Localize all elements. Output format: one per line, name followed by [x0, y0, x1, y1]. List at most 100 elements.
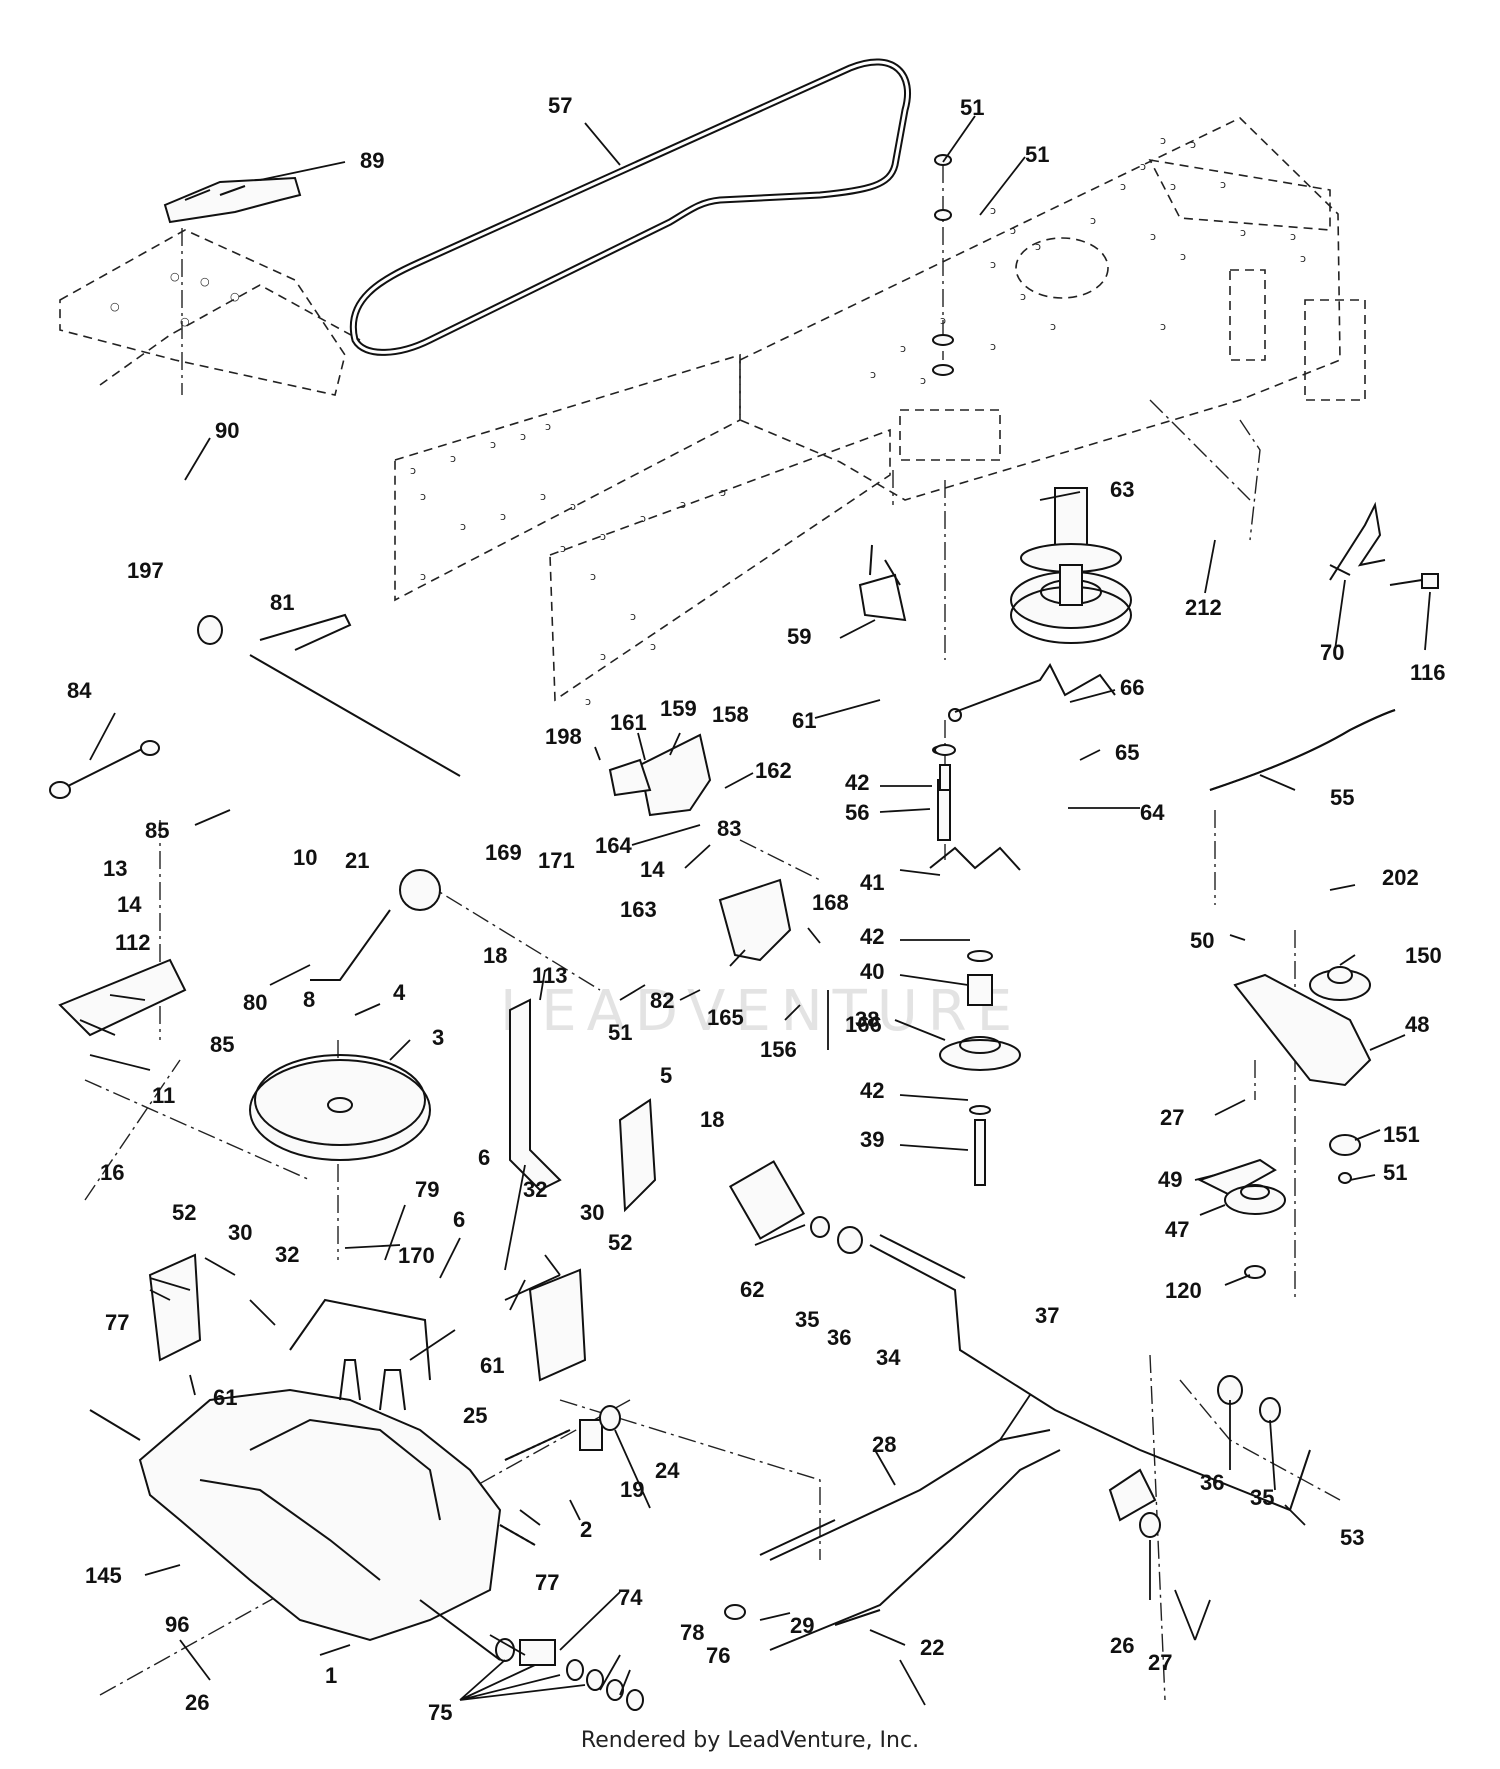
- svg-text:ↄ: ↄ: [650, 640, 656, 653]
- callout-151: 151: [1383, 1122, 1420, 1147]
- watermark-text: LEADVENTURE: [500, 979, 1022, 1044]
- callout-66: 66: [1120, 675, 1144, 700]
- callout-1: 1: [325, 1663, 337, 1688]
- svg-text:ↄ: ↄ: [920, 374, 926, 387]
- callout-78: 78: [680, 1620, 704, 1645]
- callout-24: 24: [655, 1458, 680, 1483]
- idler-pulley-assembly-63: [1010, 487, 1132, 644]
- callout-42-b: 42: [860, 924, 884, 949]
- svg-text:ↄ: ↄ: [1090, 214, 1096, 227]
- bracket-165: [718, 878, 792, 962]
- callout-77-a: 77: [105, 1310, 129, 1335]
- svg-text:ↄ: ↄ: [1290, 230, 1296, 243]
- bracket-26-lower-right: [1108, 1468, 1161, 1538]
- callout-164: 164: [595, 833, 632, 858]
- callout-35-b: 35: [1250, 1485, 1274, 1510]
- callout-212: 212: [1185, 595, 1222, 620]
- callout-48: 48: [1405, 1012, 1429, 1037]
- svg-text:ↄ: ↄ: [420, 570, 426, 583]
- callout-42-c: 42: [860, 1078, 884, 1103]
- callout-202: 202: [1382, 865, 1419, 890]
- svg-text:ↄ: ↄ: [900, 342, 906, 355]
- svg-text:ↄ: ↄ: [490, 438, 496, 451]
- svg-text:ↄ: ↄ: [450, 452, 456, 465]
- callout-90: 90: [215, 418, 239, 443]
- svg-text:ↄ: ↄ: [990, 204, 996, 217]
- svg-text:ↄ: ↄ: [600, 650, 606, 663]
- svg-text:ↄ: ↄ: [1220, 178, 1226, 191]
- callout-2: 2: [580, 1517, 592, 1542]
- bracket-49-pulley-47: [1197, 1158, 1286, 1279]
- callout-51-d: 51: [1383, 1160, 1407, 1185]
- callout-18-b: 18: [700, 1107, 724, 1132]
- svg-text:ↄ: ↄ: [870, 368, 876, 381]
- callout-51-c: 51: [608, 1020, 632, 1045]
- callout-52-a: 52: [172, 1200, 196, 1225]
- callout-34: 34: [876, 1345, 901, 1370]
- callout-159: 159: [660, 696, 697, 721]
- callout-14-b: 14: [117, 892, 142, 917]
- callout-150: 150: [1405, 943, 1442, 968]
- callout-51-a: 51: [960, 95, 984, 120]
- callout-27-a: 27: [1160, 1105, 1184, 1130]
- callout-74: 74: [618, 1585, 643, 1610]
- svg-text:ↄ: ↄ: [500, 510, 506, 523]
- svg-text:ↄ: ↄ: [990, 340, 996, 353]
- svg-text:ↄ: ↄ: [570, 500, 576, 513]
- callout-51-b: 51: [1025, 142, 1049, 167]
- bracket-158: [608, 733, 712, 817]
- callout-28: 28: [872, 1432, 896, 1457]
- callout-84: 84: [67, 678, 92, 703]
- svg-text:○: ○: [110, 300, 120, 313]
- svg-text:ↄ: ↄ: [590, 570, 596, 583]
- callout-83: 83: [717, 816, 741, 841]
- callout-61-b: 61: [480, 1353, 504, 1378]
- svg-text:ↄ: ↄ: [545, 420, 551, 433]
- callout-6-b: 6: [453, 1207, 465, 1232]
- callout-198: 198: [545, 724, 582, 749]
- callout-161: 161: [610, 710, 647, 735]
- callout-85-a: 85: [145, 818, 169, 843]
- footrest-bracket: [163, 176, 302, 224]
- callout-61-upper: 61: [792, 708, 816, 733]
- callout-85-b: 85: [210, 1032, 234, 1057]
- callout-38: 38: [855, 1007, 879, 1032]
- callout-156: 156: [760, 1037, 797, 1062]
- callout-26-b: 26: [1110, 1633, 1134, 1658]
- chassis-frame-phantom: [59, 117, 1366, 702]
- callout-32-b: 32: [523, 1177, 547, 1202]
- callout-4: 4: [393, 980, 406, 1005]
- rod-28: [769, 1429, 1051, 1561]
- callout-62: 62: [740, 1277, 764, 1302]
- bolt-116: [1389, 573, 1439, 589]
- svg-text:ↄ: ↄ: [560, 542, 566, 555]
- callout-197: 197: [127, 558, 164, 583]
- shift-rod-81: [197, 613, 461, 777]
- callout-22: 22: [920, 1635, 944, 1660]
- bracket-30-left: [148, 1253, 202, 1362]
- svg-text:ↄ: ↄ: [1035, 240, 1041, 253]
- svg-text:ↄ: ↄ: [1240, 226, 1246, 239]
- bracket-70: [1329, 501, 1386, 581]
- svg-text:ↄ: ↄ: [1190, 138, 1196, 151]
- bracket-30-right: [528, 1268, 587, 1382]
- callout-50: 50: [1190, 928, 1214, 953]
- callout-8: 8: [303, 987, 315, 1012]
- svg-text:ↄ: ↄ: [1050, 320, 1056, 333]
- lever-21: [310, 869, 441, 981]
- spacer-19-24: [579, 1405, 621, 1451]
- callout-14-a: 14: [640, 857, 665, 882]
- axle-spacers-75: [495, 1638, 644, 1711]
- callout-75: 75: [428, 1700, 452, 1725]
- spring-25: [504, 1429, 571, 1461]
- callout-61-a: 61: [213, 1385, 237, 1410]
- callout-169: 169: [485, 840, 522, 865]
- svg-text:ↄ: ↄ: [1120, 180, 1126, 193]
- svg-text:ↄ: ↄ: [410, 464, 416, 477]
- callout-158: 158: [712, 702, 749, 727]
- callout-57: 57: [548, 93, 572, 118]
- svg-text:○: ○: [170, 270, 180, 283]
- shaft-stack-right: [929, 154, 1021, 1186]
- callout-64: 64: [1140, 800, 1165, 825]
- bracket-48: [1233, 966, 1372, 1087]
